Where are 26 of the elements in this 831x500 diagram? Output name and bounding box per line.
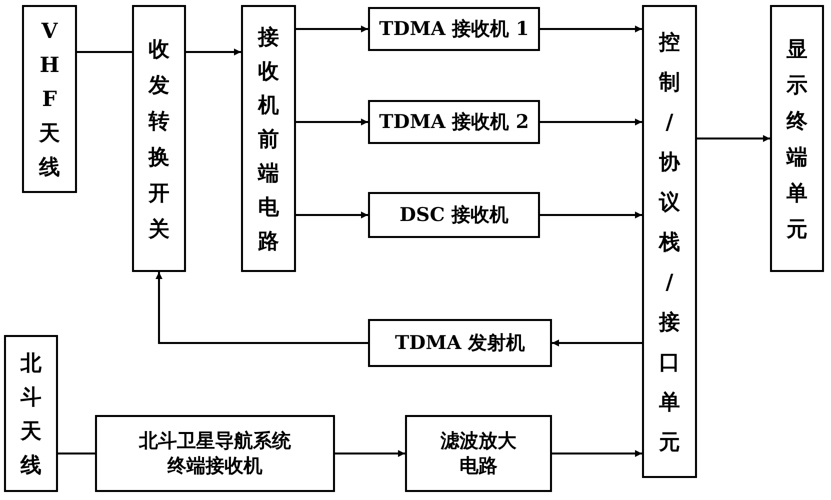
receiver-box: TDMA 接收机 2 — [368, 100, 540, 144]
arrow — [296, 26, 368, 32]
connector-line — [77, 51, 132, 53]
front-end-box: 接收机前端电路 — [241, 5, 296, 272]
arrow — [540, 118, 642, 126]
arrow — [296, 118, 368, 126]
control-box: 控制/协议栈/接口单元 — [642, 5, 697, 478]
antenna-box: 北斗天线 — [4, 335, 58, 492]
arrow — [552, 340, 642, 346]
receiver-box: TDMA 接收机 1 — [368, 7, 540, 51]
arrow — [156, 272, 368, 344]
arrow — [697, 135, 770, 142]
receiver-box: DSC 接收机 — [368, 192, 540, 238]
amplifier-box: 滤波放大电路 — [405, 415, 552, 492]
transmitter-box: TDMA 发射机 — [368, 319, 552, 367]
arrow — [540, 26, 642, 32]
display-box: 显示终端单元 — [770, 5, 824, 272]
switch-box: 收发转换开关 — [132, 5, 186, 272]
arrow — [335, 450, 405, 457]
receiver-box: 北斗卫星导航系统终端接收机 — [95, 415, 335, 492]
arrow — [296, 212, 368, 218]
antenna-box: VHF天线 — [22, 5, 77, 193]
arrow — [552, 450, 642, 457]
arrow — [540, 212, 642, 218]
arrow — [186, 48, 241, 56]
connector-line — [58, 452, 95, 454]
